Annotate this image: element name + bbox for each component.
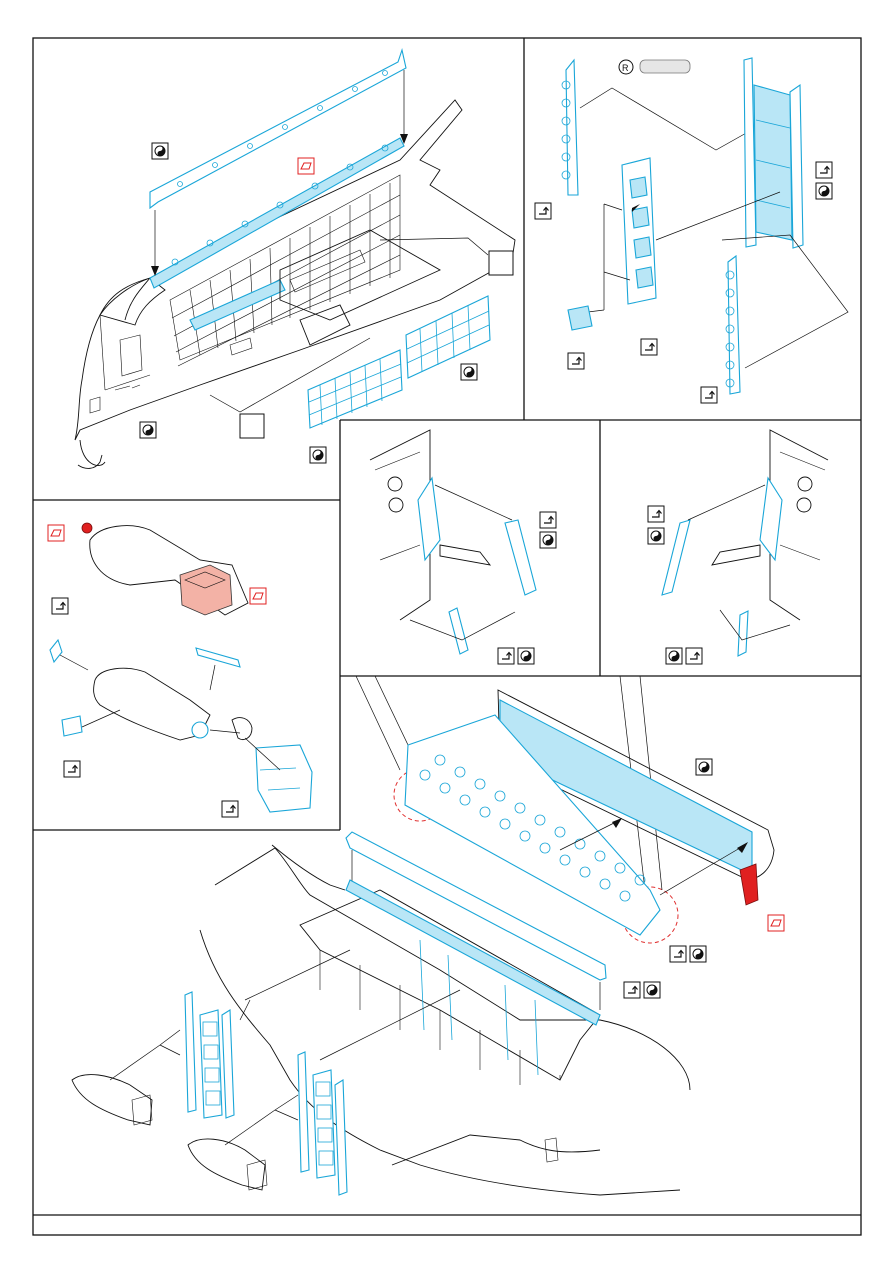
pe-grid-panel-a	[308, 350, 402, 428]
pe-rack-middle	[622, 158, 656, 304]
paint-icon	[696, 759, 712, 775]
panel-top-left	[75, 50, 515, 468]
bend-icon	[624, 982, 640, 998]
panel-top-right: R	[535, 58, 848, 403]
paint-icon	[310, 447, 326, 463]
resin-part-icon	[250, 588, 266, 604]
bend-icon	[540, 512, 556, 528]
bend-icon	[52, 598, 68, 614]
panel-borders	[33, 38, 861, 1235]
resin-part-icon	[298, 158, 314, 174]
paint-icon	[690, 946, 706, 962]
paint-icon	[152, 143, 168, 159]
pe-rack-lower-b	[298, 1052, 347, 1195]
panel-middle-right	[648, 430, 828, 664]
bend-icon	[568, 353, 584, 369]
bend-icon	[498, 648, 514, 664]
pe-strip-upper	[150, 50, 406, 288]
pe-rack-lower-a	[185, 992, 234, 1118]
substitute-icon: R	[619, 60, 690, 74]
bend-icon	[641, 339, 657, 355]
bend-icon	[64, 761, 80, 777]
bend-icon	[648, 506, 664, 522]
panel-middle-center	[370, 430, 556, 664]
resin-part-icon	[768, 915, 784, 931]
paint-icon	[666, 648, 682, 664]
paint-icon	[461, 364, 477, 380]
pe-rail-left	[562, 60, 578, 195]
panel-bottom	[72, 676, 784, 1195]
paint-icon	[540, 532, 556, 548]
pe-rack-right	[744, 58, 803, 248]
bend-icon	[701, 387, 717, 403]
bend-icon	[686, 648, 702, 664]
resin-part-icon	[48, 525, 64, 541]
paint-icon	[816, 183, 832, 199]
paint-icon	[648, 528, 664, 544]
paint-icon	[140, 422, 156, 438]
pe-rail-lower	[726, 256, 740, 394]
panel-middle-left	[48, 523, 312, 817]
bend-icon	[535, 203, 551, 219]
paint-icon	[518, 648, 534, 664]
bend-icon	[816, 162, 832, 178]
paint-icon	[644, 982, 660, 998]
bend-icon	[222, 801, 238, 817]
bend-icon	[670, 946, 686, 962]
substitute-label: R	[622, 63, 629, 73]
